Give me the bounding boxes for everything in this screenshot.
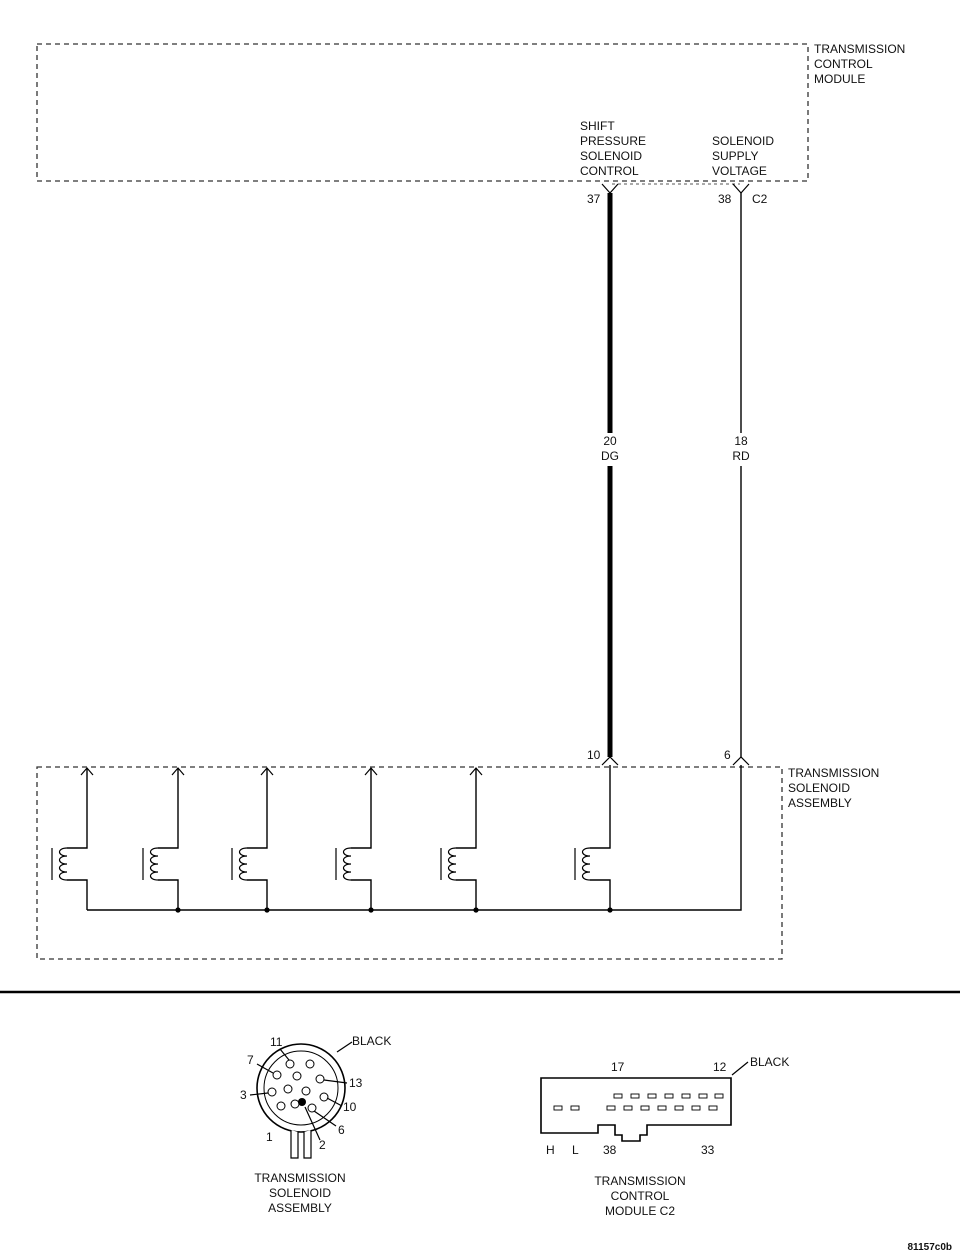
- tcm-c2-pin-row-top: [613, 1093, 724, 1099]
- splice-dot: [607, 907, 613, 913]
- figure-id: 81157c0b: [908, 1242, 953, 1253]
- wire-20-color: DG: [601, 449, 619, 463]
- tcm-c2-pin-38: 38: [603, 1143, 617, 1157]
- tcm-box: [36, 43, 809, 182]
- solenoid-connector-color: BLACK: [352, 1034, 391, 1048]
- shift-label-line-2: PRESSURE: [580, 134, 646, 148]
- sa-title-line-3: ASSEMBLY: [788, 796, 852, 810]
- solenoid-2: [142, 767, 185, 910]
- coil-icon: [149, 847, 159, 881]
- tcm-c2-connector-view: 17 12 BLACK H L 38 33 TRANSMISSION CONTR…: [540, 1055, 789, 1218]
- coil-icon: [447, 847, 457, 881]
- shift-label-line-3: SOLENOID: [580, 149, 642, 163]
- solenoid-pin-1: 1: [266, 1130, 273, 1144]
- shift-label-line-1: SHIFT: [580, 119, 615, 133]
- tcm-c2-caption-line-1: TRANSMISSION: [594, 1174, 685, 1188]
- solenoid-assembly-box: [36, 766, 783, 960]
- solenoid-3: [231, 767, 274, 910]
- tcm-c2-connector-color: BLACK: [750, 1055, 789, 1069]
- splice-dot: [264, 907, 270, 913]
- pin-38-terminal-icon: [732, 183, 750, 194]
- pin-37-terminal-icon: [601, 183, 619, 194]
- tcm-c2-pin-12: 12: [713, 1060, 727, 1074]
- shift-pressure-label: SHIFT PRESSURE SOLENOID CONTROL: [580, 119, 646, 178]
- round-connector-inner: [263, 1050, 339, 1126]
- pin-6-terminal-icon: [732, 756, 750, 766]
- supply-label-line-3: VOLTAGE: [712, 164, 767, 178]
- solenoid-6: [574, 765, 611, 910]
- tcm-title: TRANSMISSION CONTROL MODULE: [814, 42, 905, 86]
- solenoid-pin-3: 3: [240, 1088, 247, 1102]
- solenoid-connector-view: BLACK 11 7 3 1 2 6 10 13 TRANSMISSION SO…: [240, 1034, 391, 1215]
- pin-6-label: 6: [724, 748, 731, 762]
- splice-dots: [175, 907, 613, 913]
- tcm-title-line-1: TRANSMISSION: [814, 42, 905, 56]
- tcm-c2-caption-line-3: MODULE C2: [605, 1204, 675, 1218]
- coil-icon: [58, 847, 68, 881]
- tcm-c2-caption-line-2: CONTROL: [611, 1189, 670, 1203]
- splice-dot: [175, 907, 181, 913]
- coil-icon: [238, 847, 248, 881]
- solenoid-caption-line-1: TRANSMISSION: [254, 1171, 345, 1185]
- wire-18-gauge: 18: [734, 434, 748, 448]
- pin-10-terminal-icon: [601, 756, 619, 766]
- shift-label-line-4: CONTROL: [580, 164, 639, 178]
- solenoid-caption-line-3: ASSEMBLY: [268, 1201, 332, 1215]
- tcm-c2-pin-17: 17: [611, 1060, 625, 1074]
- solenoid-pin-2: 2: [319, 1138, 326, 1152]
- sa-title-line-1: TRANSMISSION: [788, 766, 879, 780]
- splice-dot: [368, 907, 374, 913]
- pin-37-label: 37: [587, 192, 601, 206]
- splice-dot: [473, 907, 479, 913]
- wire-18-color: RD: [732, 449, 750, 463]
- pin-38-label: 38: [718, 192, 732, 206]
- solenoid-pin-11: 11: [270, 1035, 283, 1049]
- solenoid-1: [51, 767, 94, 910]
- solenoid-supply-label: SOLENOID SUPPLY VOLTAGE: [712, 134, 774, 178]
- tcm-c2-pin-row-bottom: [553, 1105, 718, 1111]
- supply-label-line-2: SUPPLY: [712, 149, 758, 163]
- tcm-c2-pin-l: L: [572, 1143, 579, 1157]
- solenoid-caption-line-2: SOLENOID: [269, 1186, 331, 1200]
- tcm-title-line-3: MODULE: [814, 72, 865, 86]
- coil-icon: [581, 847, 591, 881]
- connector-c2-label: C2: [752, 192, 768, 206]
- solenoid-5: [440, 767, 483, 910]
- coil-icon: [342, 847, 352, 881]
- solenoid-pin-7: 7: [247, 1053, 254, 1067]
- tcm-c2-pin-h: H: [546, 1143, 555, 1157]
- solenoid-4: [335, 767, 378, 910]
- solenoid-pin-6: 6: [338, 1123, 345, 1137]
- sa-title-line-2: SOLENOID: [788, 781, 850, 795]
- solenoid-pin-13: 13: [349, 1076, 363, 1090]
- tcm-c2-pin-33: 33: [701, 1143, 715, 1157]
- solenoid-assembly-title: TRANSMISSION SOLENOID ASSEMBLY: [788, 766, 879, 810]
- common-supply-bus: [87, 765, 742, 911]
- pin-10-label: 10: [587, 748, 601, 762]
- supply-label-line-1: SOLENOID: [712, 134, 774, 148]
- wire-20-gauge: 20: [603, 434, 617, 448]
- tcm-c2-body: [540, 1077, 732, 1142]
- solenoid-pin-10: 10: [343, 1100, 357, 1114]
- connector-latch: [290, 1130, 312, 1159]
- tcm-title-line-2: CONTROL: [814, 57, 873, 71]
